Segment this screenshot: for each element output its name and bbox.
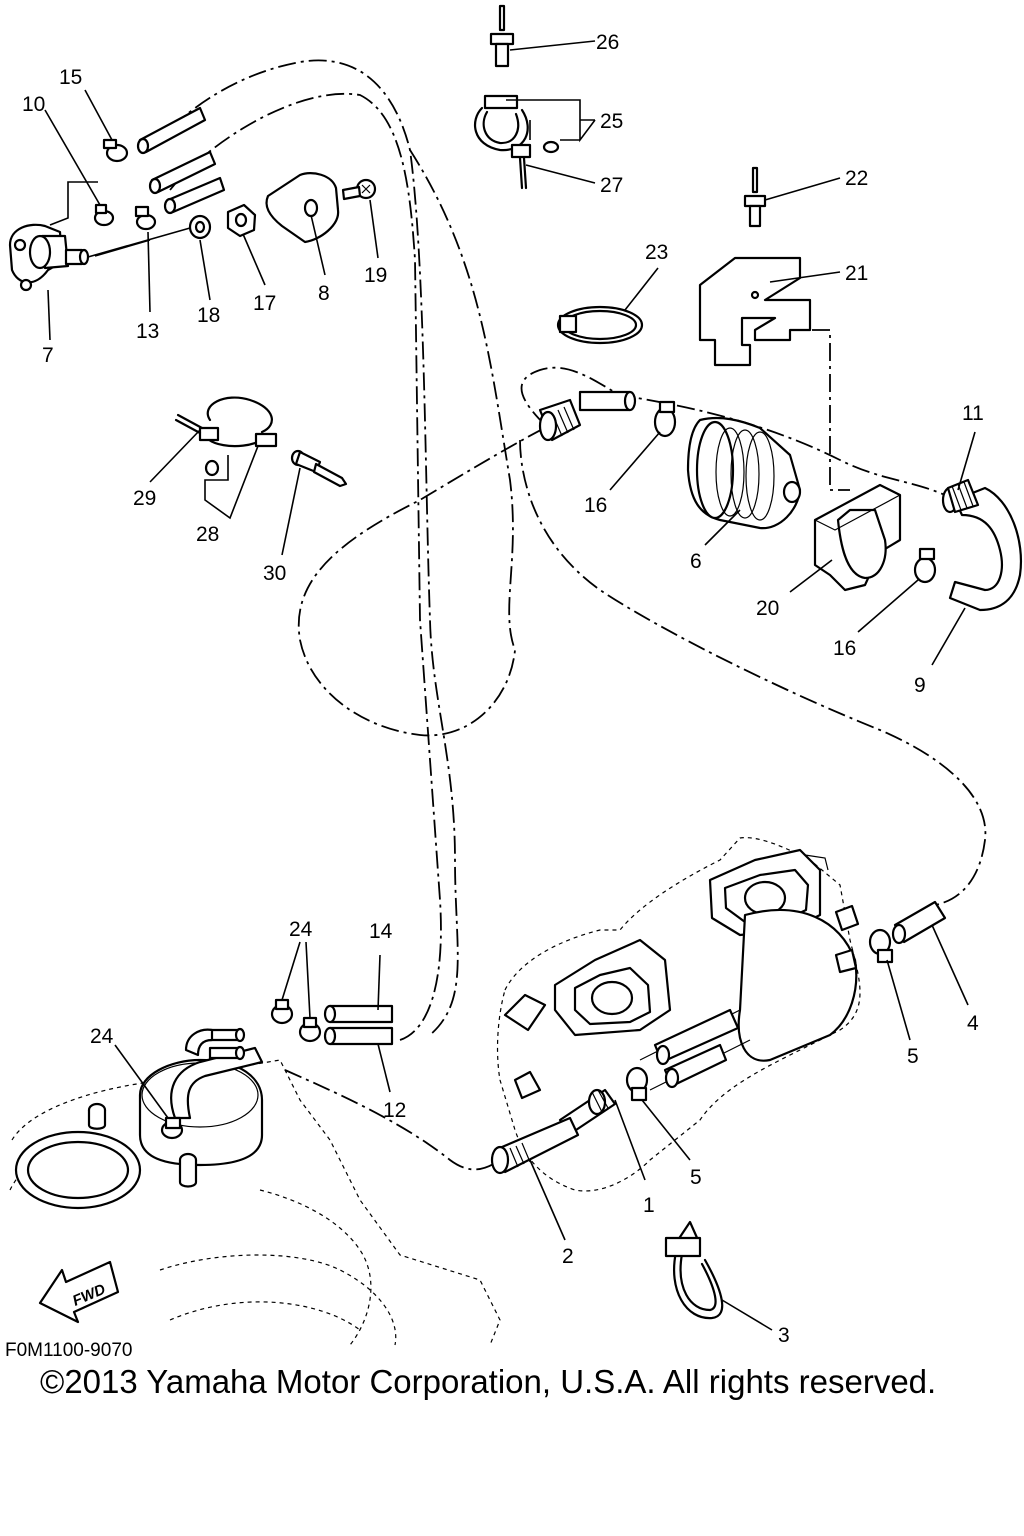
callout-30: 30 <box>263 562 286 585</box>
hose-clamp-10 <box>93 203 115 227</box>
callout-11: 11 <box>962 402 984 425</box>
callout-16-lower: 16 <box>833 637 856 660</box>
hose-clamp-16-upper <box>653 400 677 438</box>
filter-holder-20 <box>813 483 902 592</box>
callout-17: 17 <box>253 292 276 315</box>
hose-routing-lower <box>284 1069 501 1171</box>
washer-18 <box>188 214 212 240</box>
callout-18: 18 <box>197 304 220 327</box>
callout-16-upper: 16 <box>584 494 607 517</box>
hose-clamp-24-c <box>298 1016 322 1043</box>
hose-routing-loop-right <box>519 366 987 906</box>
callout-8: 8 <box>318 282 330 305</box>
hose-clamp-5-lower <box>625 1066 649 1102</box>
tank-vent-hose <box>170 1046 264 1120</box>
callout-3: 3 <box>778 1324 790 1347</box>
callout-19: 19 <box>364 264 387 287</box>
callout-13: 13 <box>136 320 159 343</box>
callout-23: 23 <box>645 241 668 264</box>
hose-clamp-16-lower <box>913 547 937 584</box>
forward-arrow-icon: FWD <box>38 1260 120 1324</box>
callout-4: 4 <box>967 1012 979 1035</box>
hose-routing-loop-left <box>149 59 561 1041</box>
hose-clamp-15 <box>102 138 129 163</box>
callout-29: 29 <box>133 487 156 510</box>
callout-20: 20 <box>756 597 779 620</box>
band-23 <box>556 305 644 345</box>
callout-7: 7 <box>42 344 54 367</box>
callout-10: 10 <box>22 93 45 116</box>
rivet-30 <box>290 449 348 488</box>
fuel-tank <box>9 1058 501 1346</box>
band-25 <box>474 94 560 159</box>
carburetor-assembly <box>496 837 861 1192</box>
callout-25: 25 <box>600 110 623 133</box>
hoses-top-left <box>136 106 226 215</box>
hose-9 <box>948 486 1022 612</box>
leader-lines <box>44 40 976 1331</box>
hose-clamp-24-a <box>160 1116 184 1140</box>
drawing-code: F0M1100-9070 <box>5 1340 132 1361</box>
callout-9: 9 <box>914 674 926 697</box>
callout-6: 6 <box>690 550 702 573</box>
rivet-22 <box>743 166 767 228</box>
callout-5-lower: 5 <box>690 1166 702 1189</box>
hose-connector <box>538 390 637 442</box>
clamp-3 <box>664 1220 724 1320</box>
hose-clamp-13 <box>134 205 157 231</box>
rivet-26 <box>489 4 515 68</box>
callout-2: 2 <box>562 1245 574 1268</box>
band-29 <box>174 396 278 448</box>
callout-labels: 26 25 27 22 21 23 15 10 13 18 17 8 19 7 … <box>22 31 984 1347</box>
hose-joint-11 <box>941 478 980 514</box>
callout-5-upper: 5 <box>907 1045 919 1068</box>
fuel-filter-6 <box>686 416 802 530</box>
grommet-28 <box>204 459 220 477</box>
fuel-filter-valve <box>8 223 90 292</box>
callout-26: 26 <box>596 31 619 54</box>
callout-12: 12 <box>383 1099 406 1122</box>
callout-24-top: 24 <box>289 918 313 941</box>
callout-21: 21 <box>845 262 868 285</box>
hose-clamp-24-b <box>270 998 294 1025</box>
hoses-12-14 <box>323 1004 394 1046</box>
callout-24-left: 24 <box>90 1025 114 1048</box>
cable-tie-27 <box>518 156 528 190</box>
hose-clamp-5-upper <box>868 928 894 964</box>
fuel-hose-2 <box>490 1116 580 1175</box>
callout-28: 28 <box>196 523 219 546</box>
nut-17 <box>226 203 257 238</box>
copyright-notice: ©2013 Yamaha Motor Corporation, U.S.A. A… <box>40 1363 936 1400</box>
callout-27: 27 <box>600 174 623 197</box>
fuel-hose-4 <box>891 900 947 945</box>
tank-fittings <box>184 1027 246 1061</box>
callout-1: 1 <box>643 1194 655 1217</box>
callout-14: 14 <box>369 920 393 943</box>
callout-22: 22 <box>845 167 868 190</box>
bracket-21 <box>698 256 812 367</box>
screw-19 <box>341 178 377 201</box>
callout-15: 15 <box>59 66 82 89</box>
grommet-8 <box>265 171 340 244</box>
